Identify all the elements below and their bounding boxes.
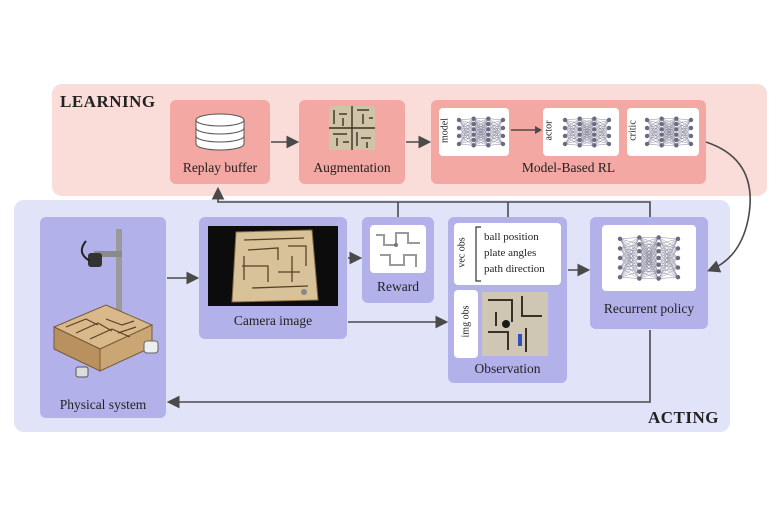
camera-image-label: Camera image bbox=[233, 313, 313, 328]
augmented-maze-grid-icon bbox=[329, 106, 375, 150]
path-trace-icon bbox=[376, 232, 420, 267]
observation-box: vec obs ball position plate angles path … bbox=[448, 217, 567, 383]
reward-label: Reward bbox=[377, 279, 419, 294]
recurrent-policy-box: Recurrent policy bbox=[590, 217, 708, 329]
vec-obs-item: plate angles bbox=[484, 247, 537, 259]
neural-network-icon bbox=[456, 116, 506, 148]
policy-network bbox=[602, 225, 696, 291]
reward-box: Reward bbox=[362, 217, 434, 303]
labyrinth-robot-icon bbox=[46, 223, 160, 393]
augmentation-image bbox=[329, 106, 375, 150]
img-obs-label: img obs bbox=[460, 305, 472, 338]
model-based-rl-box: model actor critic Model-Based RL bbox=[431, 100, 706, 184]
critic-net-label: critic bbox=[627, 120, 639, 141]
model-to-actor-arrow bbox=[511, 126, 542, 134]
database-icon bbox=[195, 113, 245, 151]
augmentation-box: Augmentation bbox=[299, 100, 405, 184]
neural-network-icon bbox=[617, 235, 681, 281]
physical-system-box: Physical system bbox=[40, 217, 166, 418]
camera-image-box: Camera image bbox=[199, 217, 347, 339]
neural-network-icon bbox=[644, 116, 694, 148]
augmentation-label: Augmentation bbox=[313, 160, 391, 175]
maze-camera-image bbox=[208, 226, 338, 306]
bracket-icon bbox=[475, 226, 481, 282]
replay-buffer-label: Replay buffer bbox=[182, 160, 258, 175]
acting-label: ACTING bbox=[648, 408, 720, 427]
vec-obs-item: path direction bbox=[484, 263, 545, 275]
model-net-label: model bbox=[439, 118, 451, 143]
img-obs-panel: img obs bbox=[454, 290, 561, 358]
vec-obs-label: vec obs bbox=[456, 237, 468, 268]
physical-system-label: Physical system bbox=[59, 397, 147, 412]
actor-net-label: actor bbox=[543, 120, 555, 141]
replay-buffer-box: Replay buffer bbox=[170, 100, 270, 184]
recurrent-policy-label: Recurrent policy bbox=[603, 301, 695, 316]
model-network: model bbox=[439, 108, 509, 156]
reward-map bbox=[370, 225, 426, 273]
neural-network-icon bbox=[562, 116, 612, 148]
critic-network: critic bbox=[627, 108, 699, 156]
observation-crop-image bbox=[482, 292, 548, 356]
learning-label: LEARNING bbox=[60, 92, 156, 111]
actor-network: actor bbox=[543, 108, 619, 156]
observation-label: Observation bbox=[474, 361, 541, 376]
vec-obs-panel: vec obs ball position plate angles path … bbox=[454, 223, 561, 285]
vec-obs-list: ball position plate angles path directio… bbox=[484, 229, 545, 277]
model-based-rl-label: Model-Based RL bbox=[521, 160, 616, 175]
vec-obs-item: ball position bbox=[484, 231, 539, 243]
